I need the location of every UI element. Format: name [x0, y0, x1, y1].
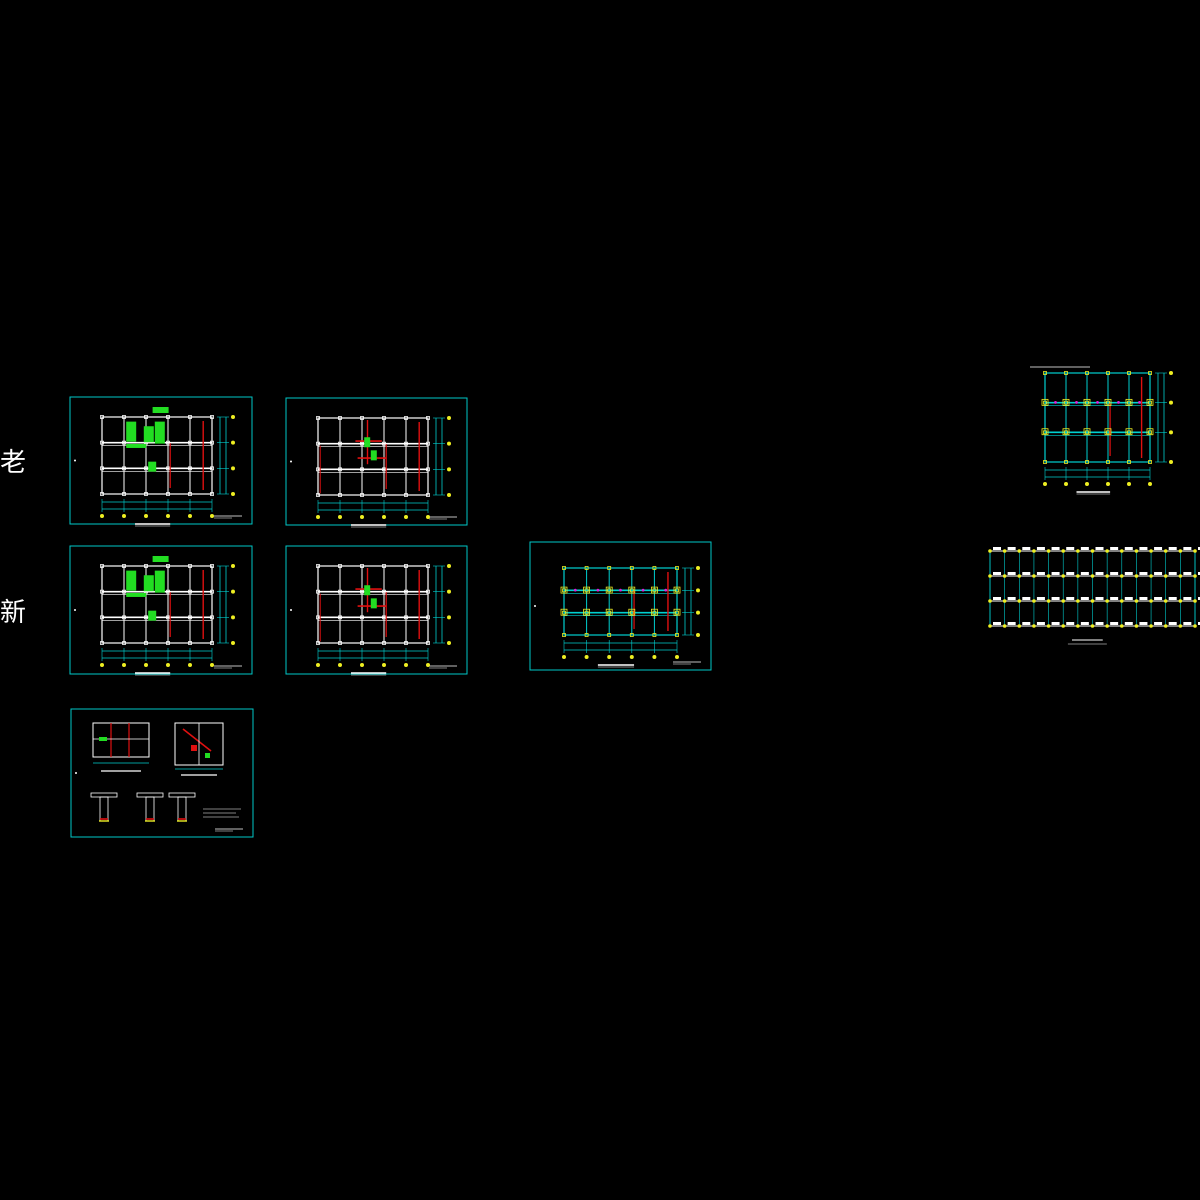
drawing-sheet-new-plan-2 [285, 545, 468, 676]
drawing-sheet-new-plan-3 [529, 541, 712, 671]
drawing-sheet-old-plan-2 [285, 397, 468, 528]
drawing-sheet-new-plan-1 [69, 545, 253, 676]
drawing-sheet-detail-sheet [70, 708, 254, 838]
label-new: 新 [0, 598, 27, 628]
label-old: 老 [0, 448, 27, 478]
drawing-right-plan-top [1030, 366, 1173, 495]
drawing-right-strip-plan [988, 547, 1200, 645]
drawing-sheet-old-plan-1 [69, 396, 253, 527]
